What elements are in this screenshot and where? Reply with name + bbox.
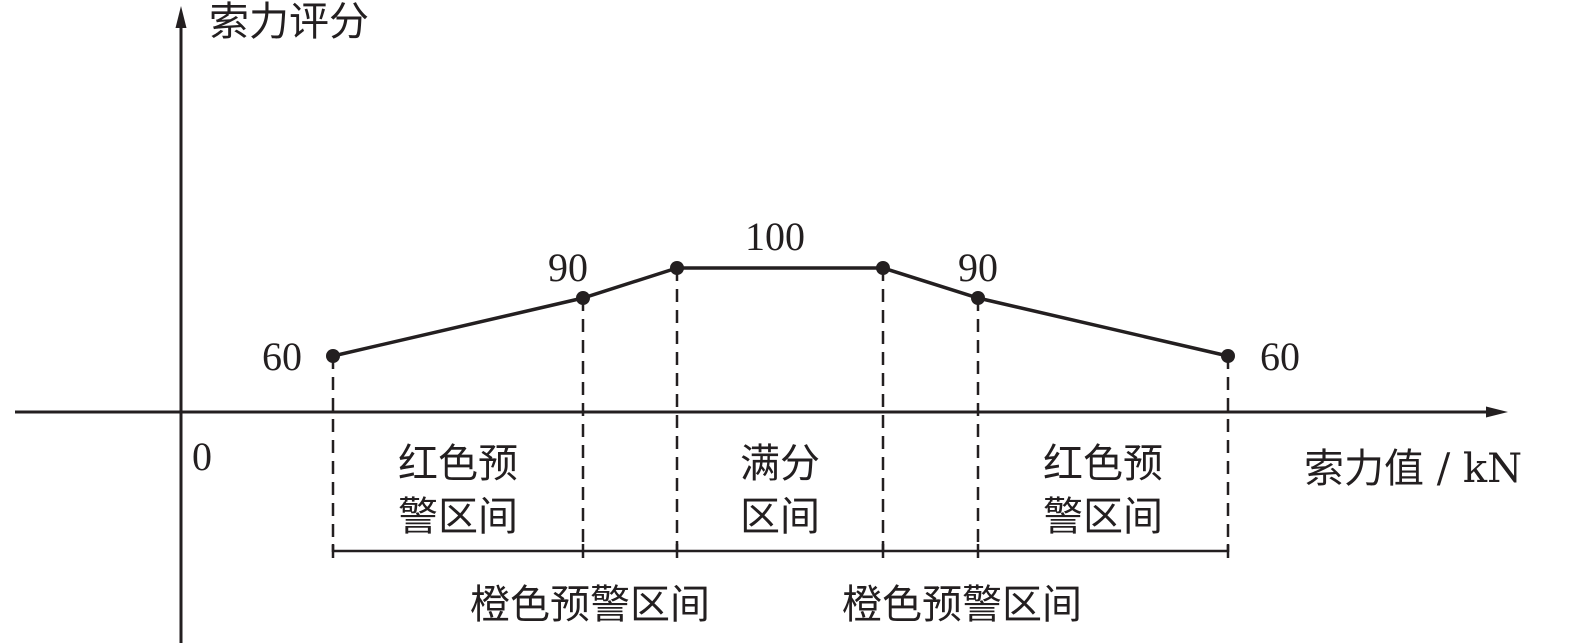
point-label-60-right: 60	[1260, 334, 1300, 379]
point-label-90-right: 90	[958, 245, 998, 290]
point-100-right	[876, 261, 890, 275]
zone-orange-right: 橙色预警区间	[842, 582, 1082, 628]
x-axis-title: 索力值 / kN	[1304, 446, 1522, 492]
y-axis-title: 索力评分	[209, 0, 369, 45]
zone-bracket	[331, 544, 1230, 558]
point-90-right	[971, 291, 985, 305]
score-line	[332, 266, 1229, 358]
origin-label: 0	[192, 434, 212, 479]
point-60-right	[1221, 349, 1235, 363]
zone-red-left-line1: 红色预	[398, 441, 518, 487]
x-axis-arrow-icon	[1486, 406, 1508, 418]
point-label-60-left: 60	[262, 334, 302, 379]
zone-red-left-line2: 警区间	[398, 494, 518, 540]
point-label-90-left: 90	[548, 245, 588, 290]
point-60-left	[326, 349, 340, 363]
point-100-left	[670, 261, 684, 275]
zone-orange-left: 橙色预警区间	[470, 582, 710, 628]
zone-full-line2: 区间	[740, 494, 820, 540]
zone-full-line1: 满分	[740, 441, 820, 487]
zone-red-right-line1: 红色预	[1043, 441, 1163, 487]
point-label-100: 100	[745, 214, 805, 259]
point-90-left	[576, 291, 590, 305]
zone-red-right-line2: 警区间	[1043, 494, 1163, 540]
y-axis-arrow-icon	[175, 6, 187, 28]
